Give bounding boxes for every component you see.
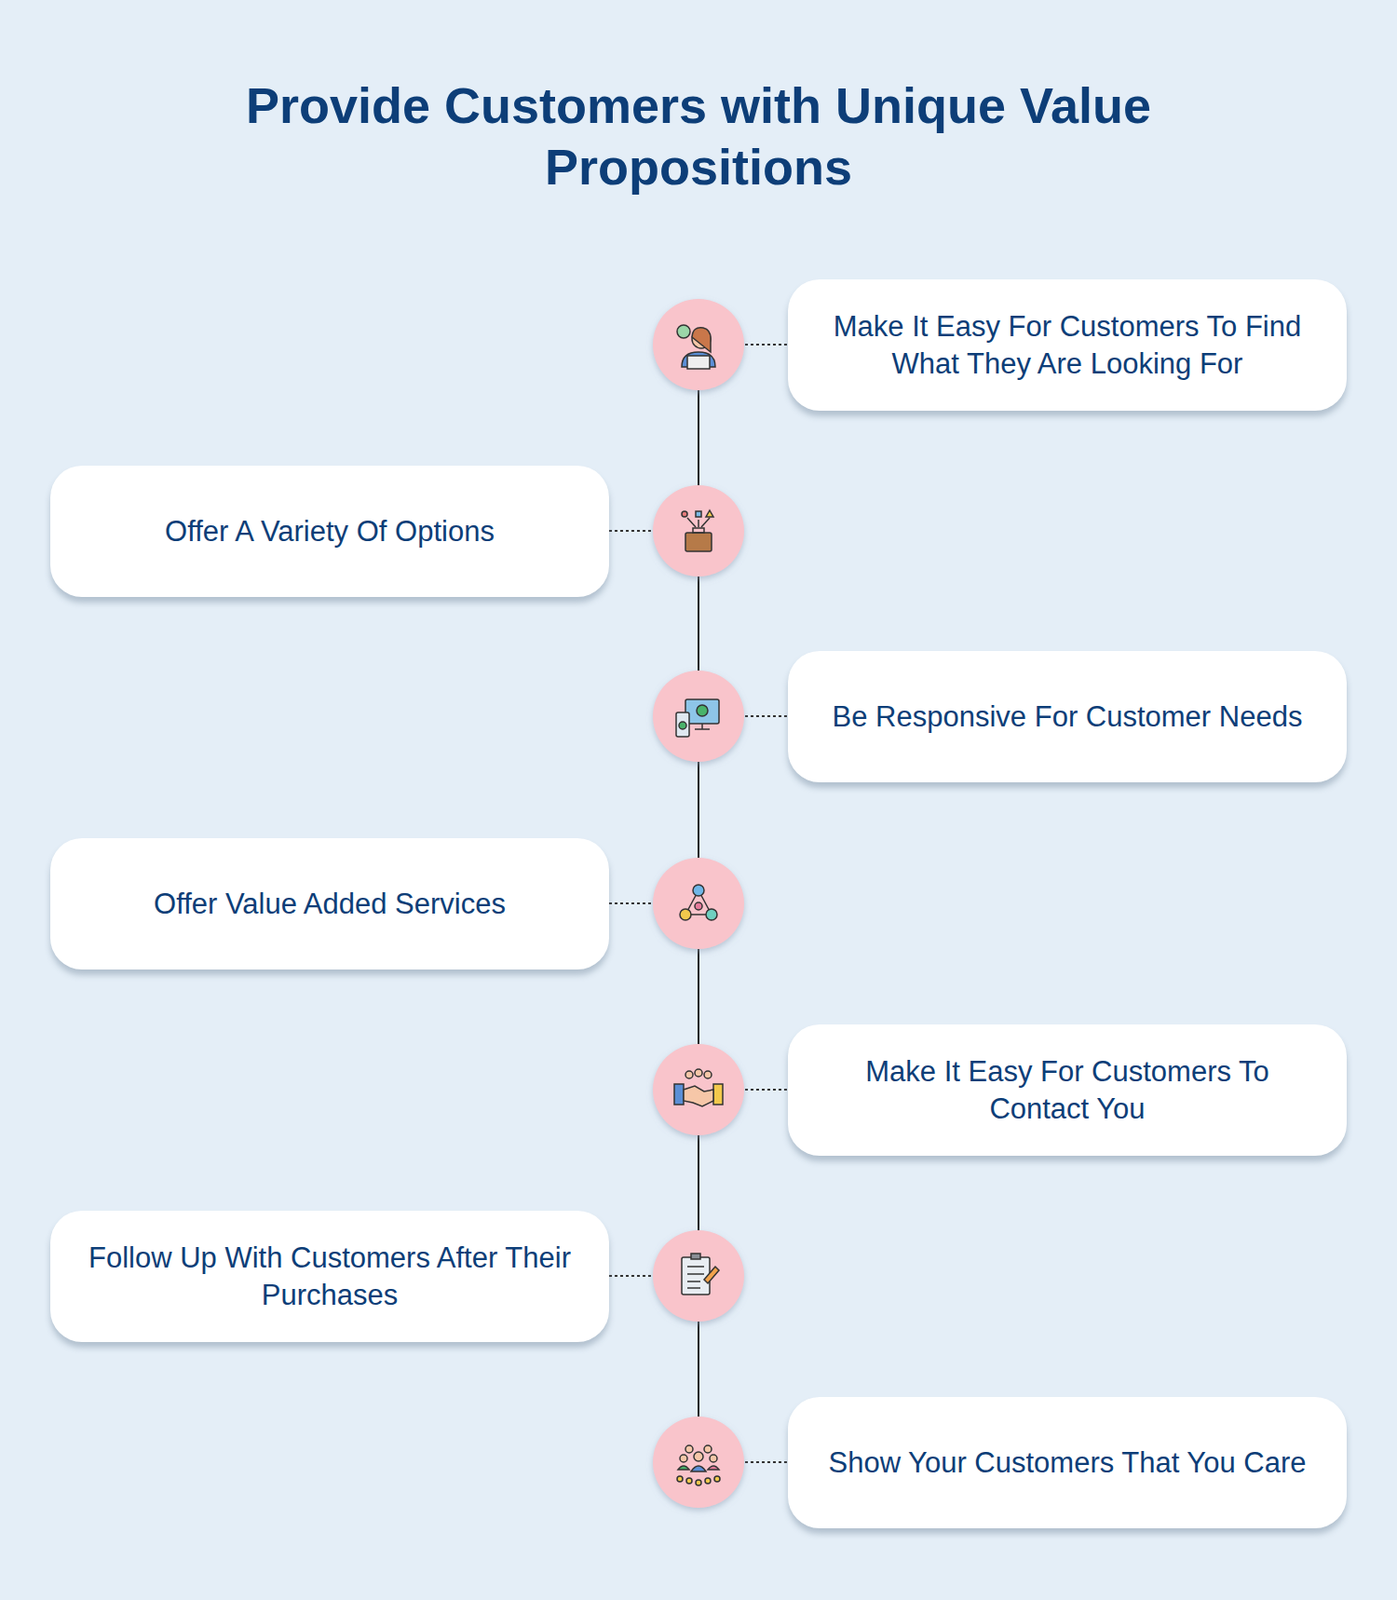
- step-box: Follow Up With Customers After Their Pur…: [50, 1210, 610, 1343]
- leader-lines: [609, 344, 788, 1463]
- customers-icon: [677, 1445, 720, 1486]
- step-text: Offer A Variety Of Options: [164, 513, 495, 551]
- step-box: Make It Easy For Customers To Find What …: [787, 279, 1347, 411]
- step-text: Make It Easy For Customers To Find What …: [815, 308, 1319, 383]
- support-icon: [677, 325, 716, 369]
- step-text: Make It Easy For Customers To Contact Yo…: [815, 1053, 1319, 1128]
- handshake-icon: [674, 1069, 723, 1107]
- step-box: Be Responsive For Customer Needs: [787, 651, 1347, 783]
- diagram-title: Provide Customers with Unique Value Prop…: [93, 74, 1304, 198]
- step-text: Be Responsive For Customer Needs: [832, 698, 1303, 736]
- devices-icon: [676, 699, 719, 737]
- checklist-icon: [681, 1253, 719, 1295]
- step-box: Offer A Variety Of Options: [50, 465, 610, 597]
- options-icon: [681, 510, 714, 552]
- icon-circles: [652, 298, 745, 1508]
- step-text: Follow Up With Customers After Their Pur…: [78, 1239, 582, 1315]
- step-box: Offer Value Added Services: [50, 838, 610, 970]
- step-text: Show Your Customers That You Care: [828, 1444, 1307, 1482]
- services-icon: [679, 884, 718, 921]
- step-box: Show Your Customers That You Care: [787, 1397, 1347, 1529]
- step-box: Make It Easy For Customers To Contact Yo…: [787, 1024, 1347, 1156]
- step-text: Offer Value Added Services: [153, 885, 506, 923]
